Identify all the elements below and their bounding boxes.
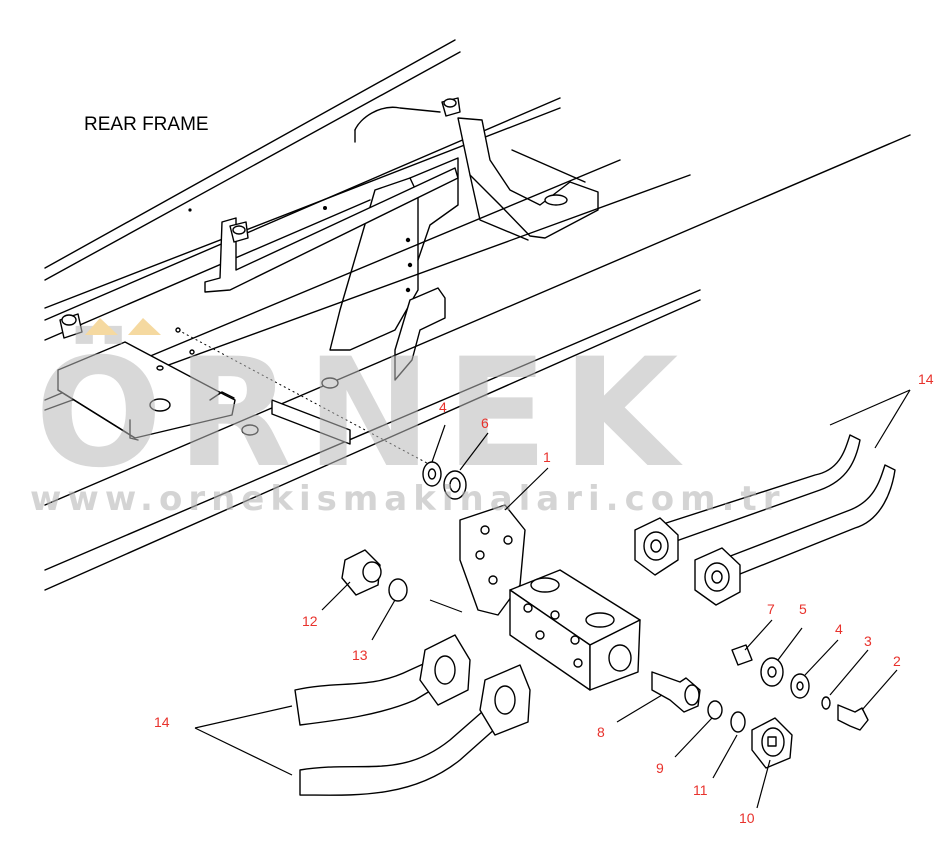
callout-2: 2 — [893, 653, 901, 669]
callout-13: 13 — [352, 647, 368, 663]
callout-9: 9 — [656, 760, 664, 776]
watermark: ÖRNEK www.ornekismakinalari.com.tr — [30, 318, 785, 519]
manifold-assembly-drawing — [429, 504, 641, 691]
callout-4-upper: 4 — [439, 399, 447, 415]
callout-3: 3 — [864, 633, 872, 649]
hoses-drawing — [294, 434, 896, 796]
callout-14-upper: 14 — [918, 371, 934, 387]
leader-lines — [194, 389, 911, 809]
callout-12: 12 — [302, 613, 318, 629]
callout-11: 11 — [693, 782, 708, 798]
diagram-title: REAR FRAME — [84, 114, 209, 135]
watermark-url: www.ornekismakinalari.com.tr — [30, 479, 785, 519]
callout-4-lower: 4 — [835, 621, 843, 637]
rear-frame-drawing — [44, 39, 911, 591]
callout-8: 8 — [597, 724, 605, 740]
callout-7: 7 — [767, 601, 775, 617]
small-parts-drawing — [341, 461, 869, 769]
callout-1: 1 — [543, 449, 551, 465]
watermark-brand: ÖRNEK — [35, 325, 692, 501]
callout-14-lower: 14 — [154, 714, 170, 730]
watermark-accent-left — [85, 318, 118, 335]
callout-10: 10 — [739, 810, 755, 826]
callout-labels: 14 4 6 1 7 5 4 3 2 12 13 14 8 9 11 10 — [154, 371, 934, 826]
callout-5: 5 — [799, 601, 807, 617]
callout-6: 6 — [481, 415, 489, 431]
watermark-accent-right — [128, 318, 161, 335]
